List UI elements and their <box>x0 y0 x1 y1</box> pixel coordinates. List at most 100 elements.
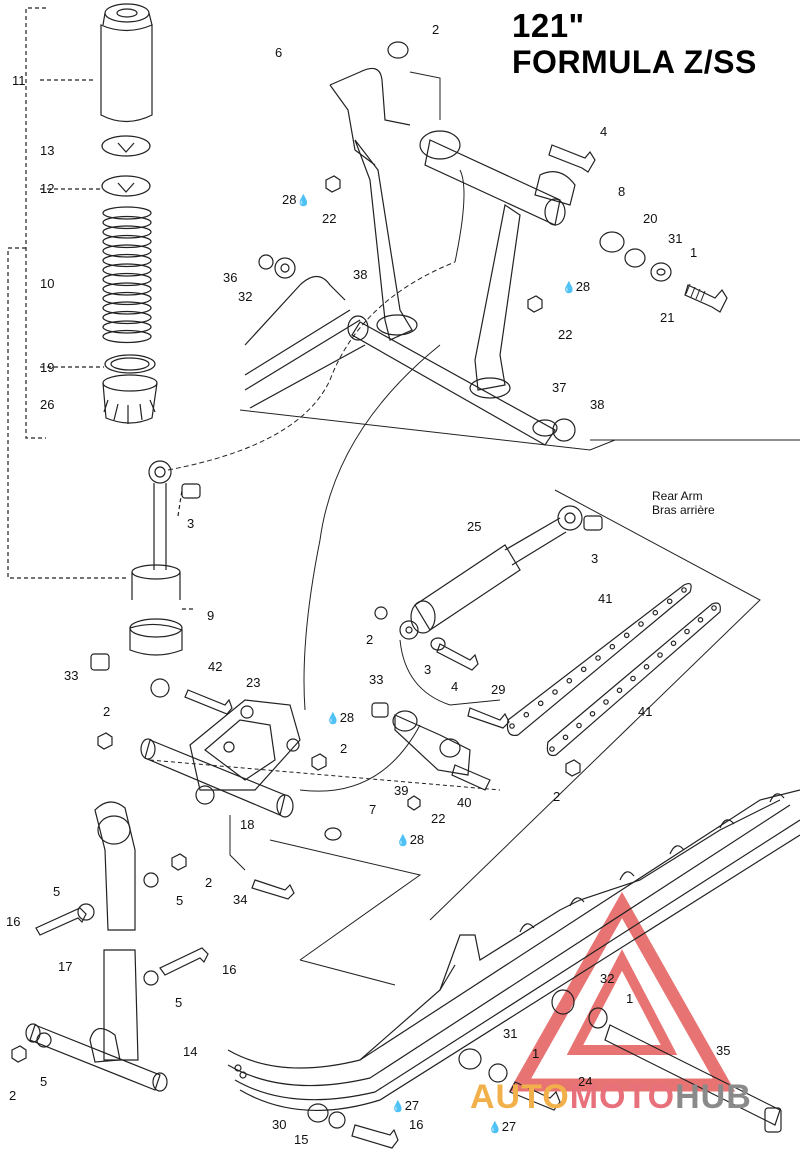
rail-bump <box>569 897 585 907</box>
part-callout: 16 <box>6 914 21 929</box>
link-hole <box>580 666 587 673</box>
link-hole <box>537 700 544 707</box>
part-callout-oil: 💧28 <box>326 711 354 726</box>
part-callout: 9 <box>207 608 215 623</box>
part-callout: 1 <box>690 245 698 260</box>
part-callout: 5 <box>53 884 61 899</box>
part-callout: 2 <box>9 1088 17 1103</box>
spring-coil <box>102 244 152 258</box>
part-callout: 36 <box>223 270 238 285</box>
spring-coil <box>102 310 152 325</box>
lower-hanger <box>11 801 209 1092</box>
part-callout: 34 <box>233 892 248 907</box>
spring-coil <box>102 215 152 230</box>
link-hole <box>711 605 717 611</box>
part-callout: 5 <box>175 995 183 1010</box>
part-callout: 14 <box>183 1044 198 1059</box>
spring-coil <box>102 272 152 287</box>
watermark-logo: AUTOMOTOHUB <box>470 1078 752 1117</box>
watermark-triangle-icon <box>508 891 736 1092</box>
title-size: 121" <box>512 7 585 44</box>
part-callout: 42 <box>208 659 223 674</box>
part-callout: 31 <box>503 1026 518 1041</box>
oil-drop-icon: 💧 <box>326 713 340 725</box>
spring-coil <box>102 206 152 220</box>
spring-coil <box>102 225 152 239</box>
part-callout: 40 <box>457 795 472 810</box>
part-callout: 4 <box>600 124 608 139</box>
rear-shock <box>374 505 603 729</box>
link-hole <box>509 723 515 729</box>
part-callout: 12 <box>40 181 55 196</box>
link-hole <box>681 587 687 593</box>
link-hole <box>576 722 582 729</box>
link-hole <box>616 687 623 694</box>
part-callout: 29 <box>491 682 506 697</box>
rail-bump <box>619 871 635 881</box>
pivot-arm <box>371 702 491 811</box>
part-callout: 11 <box>12 73 26 88</box>
link-hole <box>652 609 659 616</box>
link-hole <box>666 598 673 605</box>
link-hole <box>657 652 663 658</box>
part-callout: 3 <box>187 516 195 531</box>
part-callout: 3 <box>424 662 432 677</box>
part-callout: 41 <box>598 591 613 606</box>
rear-arm-note: Rear Arm Bras arrière <box>652 489 715 517</box>
part-number: 28 <box>575 279 591 294</box>
part-callout: 35 <box>716 1043 731 1058</box>
part-callout: 25 <box>467 519 482 534</box>
part-callout: 2 <box>432 22 440 37</box>
part-callout: 15 <box>294 1132 309 1147</box>
spring-coil <box>102 253 152 268</box>
title-model: FORMULA Z/SS <box>512 44 757 80</box>
oil-drop-icon: 💧 <box>488 1122 502 1134</box>
part-number: 27 <box>404 1098 420 1113</box>
link-hole <box>670 640 677 647</box>
part-callout: 20 <box>643 211 658 226</box>
spring-coil <box>102 301 152 315</box>
link-hole <box>630 675 636 682</box>
part-number: 27 <box>501 1119 517 1134</box>
part-callout: 22 <box>431 811 446 826</box>
pivot-bracket <box>97 689 342 900</box>
part-callout: 5 <box>40 1074 48 1089</box>
part-callout-oil: 💧27 <box>391 1099 419 1114</box>
link-hole <box>595 655 601 661</box>
reference-lines <box>149 71 800 986</box>
part-callout-oil: 💧27 <box>488 1120 516 1135</box>
rail-bump <box>519 923 535 933</box>
part-callout: 1 <box>532 1046 540 1061</box>
diagram-title: 121" FORMULA Z/SS <box>512 7 757 81</box>
rail-bump <box>719 819 735 829</box>
part-callout: 26 <box>40 397 55 412</box>
part-callout: 13 <box>40 143 55 158</box>
part-callout: 38 <box>353 267 368 282</box>
part-callout: 30 <box>272 1117 287 1132</box>
link-hole <box>697 616 704 623</box>
part-callout: 31 <box>668 231 683 246</box>
part-callout: 7 <box>369 802 377 817</box>
link-hole <box>552 689 558 695</box>
part-callout: 8 <box>618 184 626 199</box>
oil-drop-icon: 💧 <box>391 1101 405 1113</box>
rear-arm-label-fr: Bras arrière <box>652 503 715 517</box>
rear-arm-links <box>506 582 721 777</box>
part-callout: 16 <box>222 962 237 977</box>
oil-drop-icon: 💧 <box>562 282 576 294</box>
part-number: 28 <box>282 192 297 207</box>
part-callout: 37 <box>552 380 567 395</box>
rear-arm-label-en: Rear Arm <box>652 489 703 503</box>
link-hole <box>549 746 555 752</box>
part-callout: 39 <box>394 783 409 798</box>
part-callout: 19 <box>40 360 55 375</box>
link-hole <box>623 632 630 639</box>
part-number: 28 <box>339 710 355 725</box>
watermark-hub: HUB <box>675 1078 752 1116</box>
part-callout: 18 <box>240 817 255 832</box>
part-callout: 5 <box>176 893 184 908</box>
part-callout: 2 <box>553 789 561 804</box>
watermark-moto: MOTO <box>569 1078 676 1116</box>
